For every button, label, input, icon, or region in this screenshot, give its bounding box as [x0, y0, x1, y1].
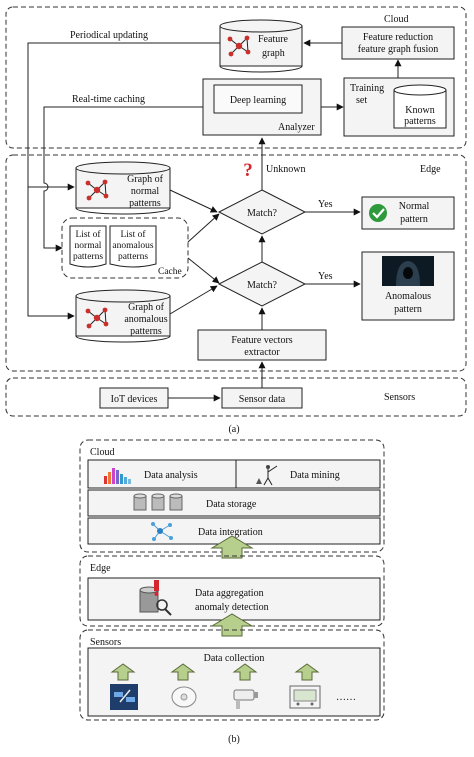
zone-sensors-b-label: Sensors [90, 637, 121, 648]
arrow-cache-to-match-anomalous [187, 257, 220, 284]
normal-graph-label-3: patterns [129, 198, 161, 209]
data-aggregation-label-1: Data aggregation [195, 588, 264, 599]
data-mining-icon [256, 465, 278, 486]
unknown-label: Unknown [266, 164, 305, 175]
small-arrow-4 [294, 663, 320, 681]
feature-reduction-label-2: feature graph fusion [358, 44, 439, 55]
normal-graph-label-1: Graph of [127, 174, 163, 185]
realtime-caching-line [43, 106, 203, 252]
satellite-device-icon [110, 684, 138, 710]
data-analysis-label: Data analysis [144, 470, 198, 481]
anomalous-pattern-label-2: pattern [394, 304, 422, 315]
periodical-updating-label: Periodical updating [70, 30, 148, 41]
anomalous-graph-label-3: patterns [130, 326, 162, 337]
anomalous-graph-label-1: Graph of [128, 302, 164, 313]
question-icon: ? [243, 160, 253, 181]
list-normal-label-1: List of [75, 229, 101, 240]
feature-reduction-label-1: Feature reduction [363, 32, 433, 43]
zone-cloud-b-label: Cloud [90, 447, 114, 458]
match-anomalous-label: Match? [247, 280, 278, 291]
analysis-mining-row [87, 459, 381, 489]
iot-devices-label: IoT devices [111, 394, 158, 405]
zone-edge-b [79, 555, 385, 627]
list-normal-patterns: List of normal patterns [69, 225, 107, 268]
integration-network-icon [151, 522, 173, 541]
arrow-normal-graph-to-match [169, 189, 218, 213]
thermostat-monitor-icon [289, 685, 321, 709]
realtime-caching-label: Real-time caching [72, 94, 145, 105]
list-anomalous-label-1: List of [120, 229, 146, 240]
known-patterns-label-1: Known [405, 105, 434, 116]
data-storage-label: Data storage [206, 499, 257, 510]
anomaly-detection-icon [139, 580, 172, 616]
cache-label: Cache [158, 267, 182, 277]
feature-graph-store: Feature graph [219, 19, 303, 73]
list-normal-label-2: normal [75, 241, 102, 251]
arrow-anomalous-graph-to-match [169, 285, 218, 315]
cache-container [61, 217, 189, 279]
normal-graph-label-2: normal [131, 186, 160, 197]
data-integration-label: Data integration [198, 527, 263, 538]
data-aggregation-box [87, 577, 381, 621]
zone-edge-a-label: Edge [420, 164, 441, 175]
check-icon [369, 204, 387, 222]
known-patterns-label-2: patterns [404, 116, 436, 127]
list-normal-label-3: patterns [73, 252, 103, 262]
match-diamond-normal [217, 189, 307, 235]
training-set-label-1: Training [350, 83, 384, 94]
anomalous-pattern-label-1: Anomalous [385, 291, 431, 302]
smoke-detector-icon [171, 686, 197, 708]
normal-patterns-graph-store: Graph of normal patterns [75, 161, 171, 215]
data-aggregation-label-2: anomaly detection [195, 602, 269, 613]
zone-edge-a [5, 154, 467, 372]
small-arrow-2 [170, 663, 196, 681]
normal-pattern-label-1: Normal [399, 201, 430, 212]
feature-vectors-extractor-box [197, 329, 327, 361]
zone-sensors-a [5, 377, 467, 417]
deep-learning-box [213, 84, 303, 114]
small-arrow-3 [232, 663, 258, 681]
known-patterns-store: Known patterns [393, 84, 447, 129]
anomalous-patterns-graph-store: Graph of anomalous patterns [75, 289, 171, 343]
training-set-label-2: set [356, 95, 367, 106]
sensor-data-label: Sensor data [239, 394, 286, 405]
analyzer-label: Analyzer [278, 122, 315, 133]
small-arrow-1 [110, 663, 136, 681]
normal-pattern-label-2: pattern [400, 214, 428, 225]
security-camera-icon [233, 689, 258, 709]
database-icon [133, 493, 183, 511]
zone-edge-b-label: Edge [90, 563, 111, 574]
more-devices-ellipsis: …… [336, 692, 356, 703]
list-anomalous-label-2: anomalous [112, 241, 153, 251]
data-collection-label: Data collection [204, 653, 265, 664]
data-mining-label: Data mining [290, 470, 340, 481]
bar-chart-icon [104, 468, 131, 484]
extractor-label-2: extractor [244, 347, 280, 358]
zone-cloud-a-label: Cloud [384, 14, 408, 25]
list-anomalous-label-3: patterns [118, 252, 148, 262]
extractor-label-1: Feature vectors [231, 335, 292, 346]
list-anomalous-patterns: List of anomalous patterns [109, 225, 157, 268]
zone-cloud-a [5, 6, 467, 149]
feature-graph-label-2: graph [262, 48, 285, 59]
match-diamond-anomalous [217, 261, 307, 307]
periodical-updating-line [27, 42, 220, 320]
match-normal-label: Match? [247, 208, 278, 219]
anomalous-graph-label-2: anomalous [124, 314, 167, 325]
zone-sensors-b [79, 629, 385, 721]
feature-graph-label-1: Feature [258, 34, 289, 45]
yes-normal-label: Yes [318, 199, 333, 210]
yes-anomalous-label: Yes [318, 271, 333, 282]
caption-b: (b) [228, 734, 240, 745]
arrow-cache-to-match-normal [187, 213, 220, 243]
caption-a: (a) [228, 424, 239, 435]
deep-learning-label: Deep learning [230, 95, 286, 106]
zone-sensors-a-label: Sensors [384, 392, 415, 403]
